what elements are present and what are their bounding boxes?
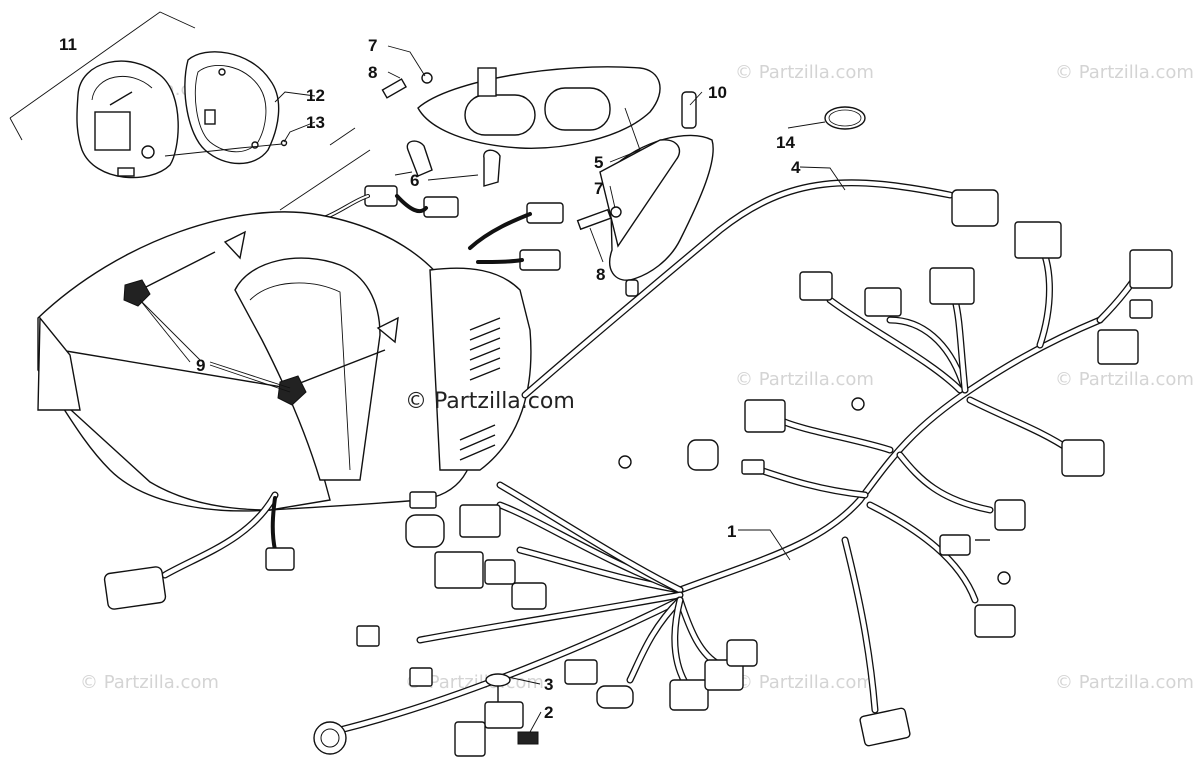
connector	[744, 399, 786, 433]
headlight-assembly	[322, 66, 714, 297]
callout-3: 3	[544, 675, 553, 694]
relay	[596, 685, 634, 709]
callout-labels: 11 12 13 7 8 6 5 7 8 10 14 4 9 1 3 2	[59, 35, 801, 722]
headlight-socket	[406, 140, 433, 177]
connector	[1014, 221, 1062, 259]
callout-2: 2	[544, 703, 553, 722]
connector	[484, 559, 516, 585]
cable-4	[521, 106, 999, 399]
callout-6: 6	[410, 171, 419, 190]
connector	[423, 196, 459, 218]
connector	[564, 659, 598, 685]
fuse-block	[484, 701, 524, 729]
connector	[741, 459, 765, 475]
connector	[929, 267, 975, 305]
connector	[799, 271, 833, 301]
callout-9: 9	[196, 356, 205, 375]
gauge-bezel	[184, 51, 280, 165]
callout-13: 13	[306, 113, 325, 132]
connector	[994, 499, 1026, 531]
connector	[1097, 329, 1139, 365]
main-harness-1	[313, 221, 1173, 757]
connector	[405, 514, 445, 548]
callout-8-mid: 8	[596, 265, 605, 284]
ring-terminal	[997, 571, 1011, 585]
callout-14: 14	[776, 133, 795, 152]
small-connector	[265, 547, 295, 571]
leader-lines	[139, 45, 846, 733]
connector	[409, 491, 437, 509]
connector	[974, 604, 1016, 638]
connector	[409, 667, 433, 687]
callout-7-top: 7	[368, 36, 377, 55]
connector	[704, 659, 744, 691]
connector	[859, 707, 911, 747]
watermark: © Partzilla.com	[1055, 62, 1194, 83]
callout-4: 4	[791, 158, 801, 177]
ring-terminal	[618, 455, 632, 469]
headlight-bulb-right	[544, 87, 611, 131]
screw-7	[421, 72, 433, 84]
watermark: © Partzilla.com	[80, 672, 219, 693]
connector-4	[951, 189, 999, 227]
callout-12: 12	[306, 86, 325, 105]
cap-3	[485, 673, 511, 687]
connector	[1129, 299, 1153, 319]
connector	[434, 551, 484, 589]
watermark: © Partzilla.com	[735, 62, 874, 83]
fuse-cap	[454, 721, 486, 757]
screw-7b	[610, 206, 622, 218]
gauge-display	[94, 111, 131, 151]
connector	[526, 202, 564, 224]
connector	[356, 625, 380, 647]
spring-8	[381, 78, 407, 99]
connector	[519, 249, 561, 271]
callout-11: 11	[59, 35, 77, 54]
callout-5: 5	[594, 153, 603, 172]
connector	[864, 287, 902, 317]
headlight-bulb-left	[464, 94, 536, 136]
connector	[459, 504, 501, 538]
center-watermark: © Partzilla.com	[405, 389, 575, 414]
connector	[669, 679, 709, 711]
connector	[511, 582, 547, 610]
watermark: © Partzilla.com	[1055, 672, 1194, 693]
gauge-connector	[103, 566, 167, 610]
connector	[726, 639, 758, 667]
relay	[687, 439, 719, 471]
watermark: © Partzilla.com	[735, 369, 874, 390]
callout-7-mid: 7	[594, 179, 603, 198]
callout-1: 1	[727, 522, 736, 541]
callout-8-top: 8	[368, 63, 377, 82]
fuse-2	[517, 731, 539, 745]
watermark: © Partzilla.com	[735, 672, 874, 693]
watermark: © Partzilla.com	[1055, 369, 1194, 390]
vent-grille	[459, 317, 501, 461]
gauge-harness	[103, 491, 295, 610]
connector	[1061, 439, 1105, 477]
spring-8b	[576, 208, 612, 231]
ring-terminal	[851, 397, 865, 411]
callout-10: 10	[708, 83, 727, 102]
connector	[939, 534, 971, 556]
connector	[1129, 249, 1173, 289]
hood-fairing	[37, 211, 532, 512]
gauge-assembly	[9, 11, 371, 211]
